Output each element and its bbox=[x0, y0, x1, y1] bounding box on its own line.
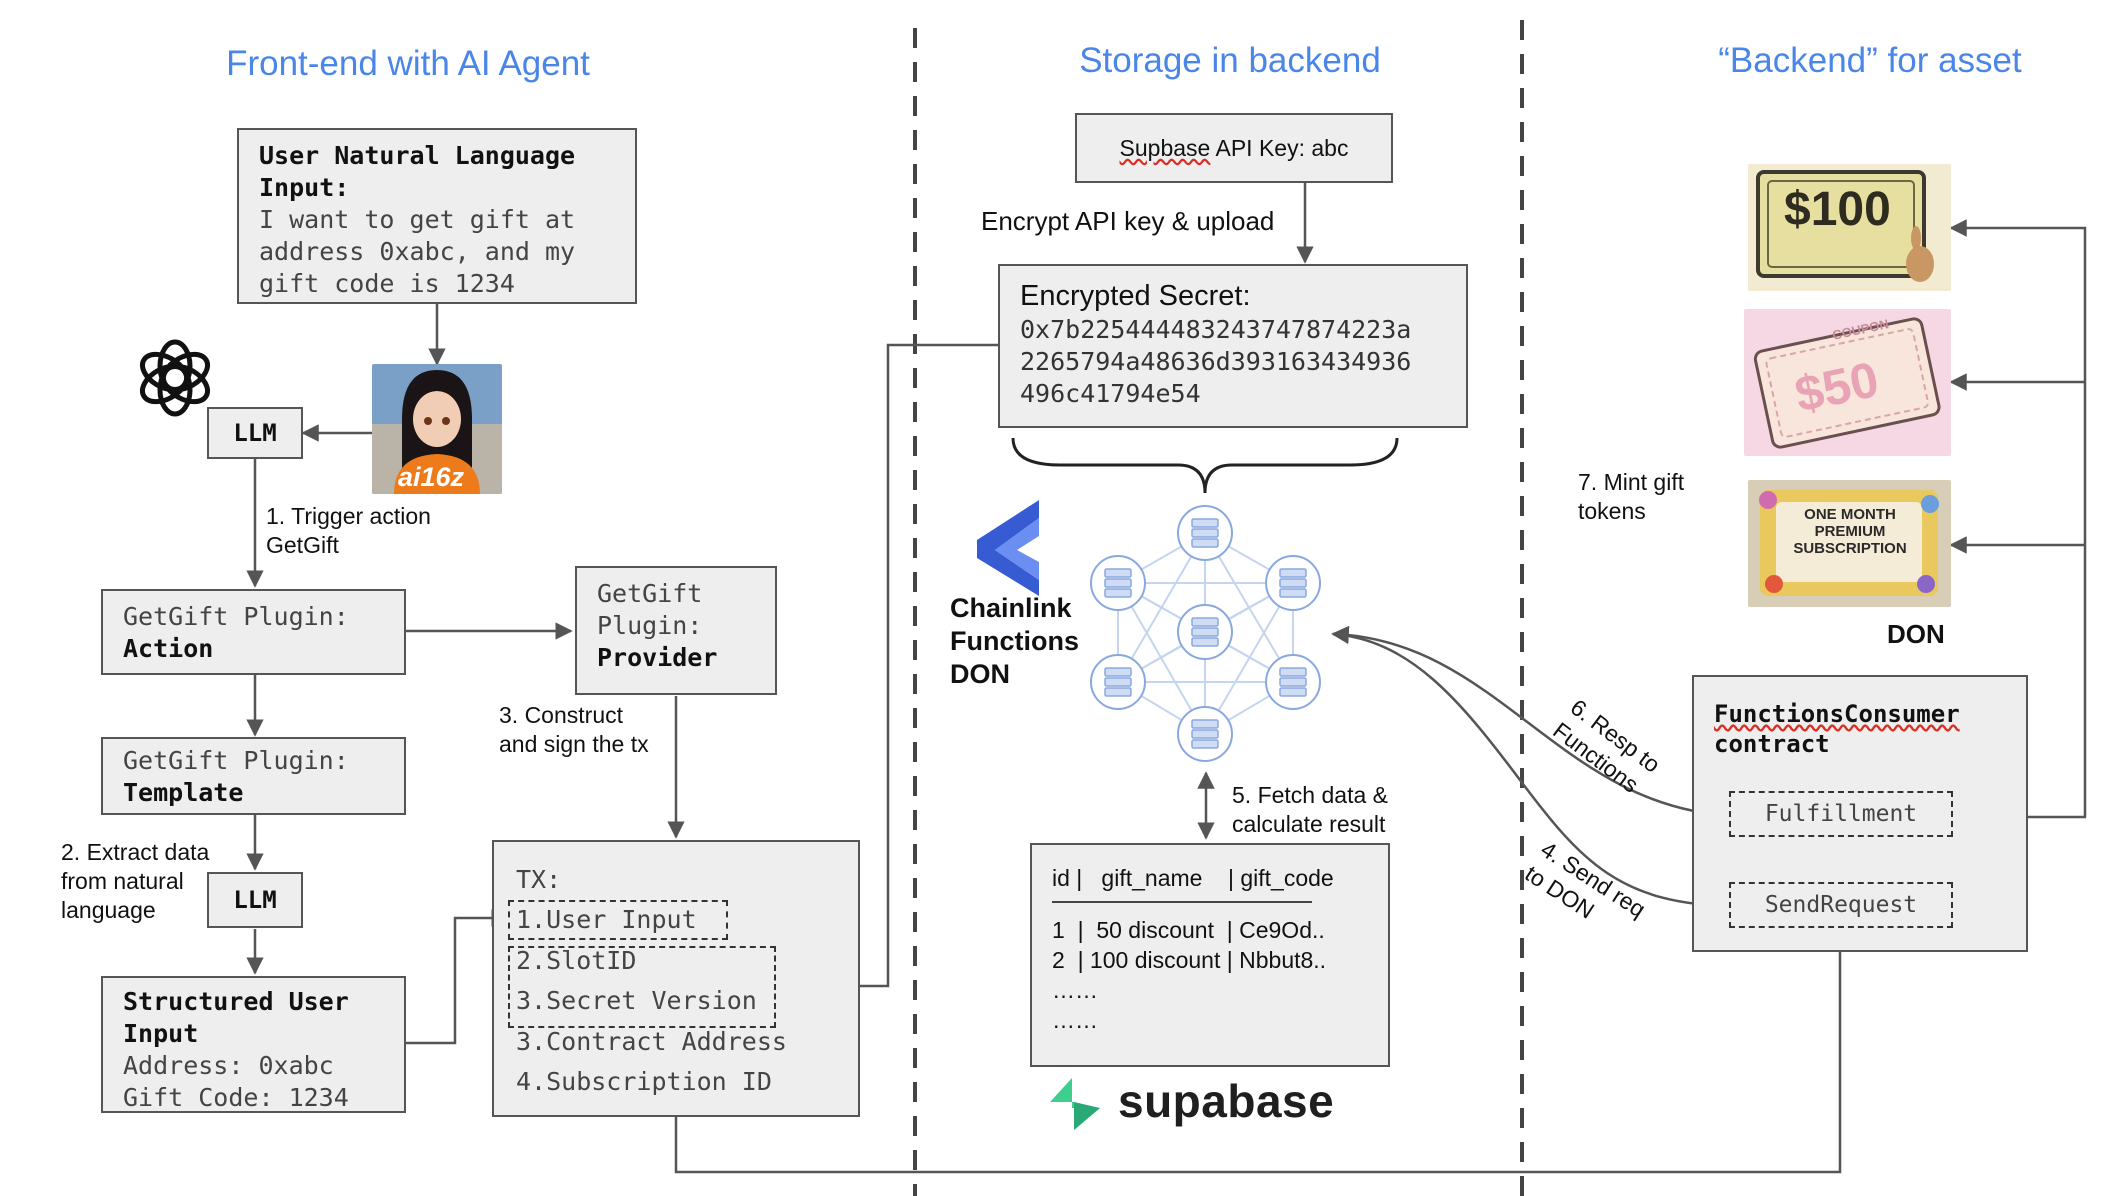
step1-label: 1. Trigger action GetGift bbox=[266, 503, 431, 558]
gift-subscription-image bbox=[1748, 480, 1951, 607]
heading-frontend: Front-end with AI Agent bbox=[226, 44, 590, 83]
secret-brace bbox=[1011, 437, 1399, 494]
table-row: …… bbox=[1052, 1007, 1098, 1033]
structured-input-box: Structured User Input Address: 0xabc Gif… bbox=[101, 976, 406, 1113]
arrow-structured-to-tx bbox=[405, 909, 509, 1045]
api-key-rest: API Key: abc bbox=[1210, 135, 1349, 161]
supabase-wordmark: supabase bbox=[1118, 1075, 1335, 1127]
openai-icon bbox=[140, 339, 210, 417]
provider-prefix: GetGift Plugin: bbox=[597, 579, 703, 640]
llm-box-top: LLM bbox=[207, 407, 303, 459]
getgift-provider-box: GetGift Plugin: Provider bbox=[575, 566, 777, 695]
gift-subscription-text: ONE MONTH PREMIUM SUBSCRIPTION bbox=[1793, 506, 1907, 557]
getgift-template-box: GetGift Plugin: Template bbox=[101, 737, 406, 815]
functions-consumer-box: FunctionsConsumer contract Fulfillment S… bbox=[1692, 675, 2028, 952]
llm-box-bottom: LLM bbox=[207, 872, 303, 928]
fulfillment-function: Fulfillment bbox=[1729, 791, 1953, 837]
arrow-sendrequest-to-don bbox=[1331, 626, 1738, 908]
gift-100-illustration bbox=[1748, 164, 1951, 291]
avatar-logo-text: ai16z bbox=[398, 462, 465, 492]
template-prefix: GetGift Plugin: bbox=[123, 746, 349, 775]
secret-title: Encrypted Secret: bbox=[1020, 280, 1251, 312]
tx-item: 3.Secret Version bbox=[516, 986, 757, 1015]
user-input-title: User Natural Language Input: bbox=[259, 141, 576, 202]
table-header: id | gift_name | gift_code bbox=[1052, 865, 1334, 891]
table-row: …… bbox=[1052, 977, 1098, 1003]
action-prefix: GetGift Plugin: bbox=[123, 602, 349, 631]
avatar-illustration bbox=[372, 364, 502, 494]
gift-50-image bbox=[1744, 309, 1951, 456]
arrow-tx-to-sendrequest bbox=[674, 930, 1849, 1174]
step2-label: 2. Extract data from natural language bbox=[61, 839, 210, 923]
secret-body: 0x7b225444483243747874223a 2265794a48636… bbox=[1020, 315, 1412, 408]
sendrequest-function: SendRequest bbox=[1729, 882, 1953, 928]
gift-100-text: $100 bbox=[1784, 183, 1891, 236]
gift-subscription-illustration bbox=[1748, 480, 1951, 607]
table-row: 1 | 50 discount | Ce9Od.. bbox=[1052, 917, 1325, 943]
step3-label: 3. Construct and sign the tx bbox=[499, 702, 649, 757]
user-input-box: User Natural Language Input: I want to g… bbox=[237, 128, 637, 304]
action-label: Action bbox=[123, 634, 214, 663]
gift-50-illustration bbox=[1744, 309, 1951, 456]
encrypted-secret-box: Encrypted Secret: 0x7b225444483243747874… bbox=[998, 264, 1468, 428]
api-key-supbase: Supbase bbox=[1119, 135, 1211, 161]
supabase-table-box: id | gift_name | gift_code 1 | 50 discou… bbox=[1030, 843, 1390, 1067]
provider-label: Provider bbox=[597, 643, 718, 672]
chainlink-label: Chainlink Functions DON bbox=[950, 593, 1079, 689]
getgift-action-box: GetGift Plugin: Action bbox=[101, 589, 406, 675]
encrypt-label: Encrypt API key & upload bbox=[981, 206, 1275, 236]
gift-100-image bbox=[1748, 164, 1951, 291]
arrow-don-to-fulfillment bbox=[1331, 625, 1739, 825]
supabase-icon bbox=[1050, 1078, 1100, 1130]
tx-slot-frame bbox=[508, 946, 776, 1028]
consumer-title-main: FunctionsConsumer bbox=[1714, 700, 1960, 728]
user-input-body: I want to get gift at address 0xabc, and… bbox=[259, 205, 576, 298]
don-nodes bbox=[1090, 505, 1321, 762]
chainlink-icon bbox=[977, 500, 1039, 596]
tx-item: 2.SlotID bbox=[516, 946, 637, 975]
tx-item: 3.Contract Address bbox=[516, 1027, 787, 1056]
structured-body: Address: 0xabc Gift Code: 1234 bbox=[123, 1051, 349, 1112]
consumer-title: FunctionsConsumer contract bbox=[1714, 699, 1960, 759]
tx-box: TX: 1.User Input 2.SlotID 3.Secret Versi… bbox=[492, 840, 860, 1117]
tx-user-input-frame bbox=[508, 900, 728, 940]
table-row: 2 | 100 discount | Nbbut8.. bbox=[1052, 947, 1327, 973]
server-node-icon bbox=[1090, 555, 1146, 611]
server-node-icon bbox=[1177, 706, 1233, 762]
tx-item: 4.Subscription ID bbox=[516, 1067, 772, 1096]
api-key-box: Supbase API Key: abc bbox=[1075, 113, 1393, 183]
tx-title: TX: bbox=[516, 865, 562, 894]
don-label: DON bbox=[1887, 619, 1945, 649]
template-label: Template bbox=[123, 778, 244, 807]
step5-label: 5. Fetch data & calculate result bbox=[1232, 782, 1388, 837]
step7-label: 7. Mint gift tokens bbox=[1578, 469, 1685, 524]
server-node-icon bbox=[1090, 654, 1146, 710]
server-node-icon bbox=[1177, 505, 1233, 561]
heading-storage: Storage in backend bbox=[1079, 41, 1381, 80]
consumer-title-rest: contract bbox=[1714, 730, 1830, 758]
agent-avatar bbox=[372, 364, 502, 494]
tx-item: 1.User Input bbox=[516, 905, 697, 934]
server-node-icon bbox=[1265, 555, 1321, 611]
heading-asset: “Backend” for asset bbox=[1718, 41, 2022, 80]
server-node-icon bbox=[1265, 654, 1321, 710]
structured-title: Structured User Input bbox=[123, 987, 349, 1048]
table-divider bbox=[1052, 901, 1312, 903]
server-node-icon bbox=[1177, 604, 1233, 660]
